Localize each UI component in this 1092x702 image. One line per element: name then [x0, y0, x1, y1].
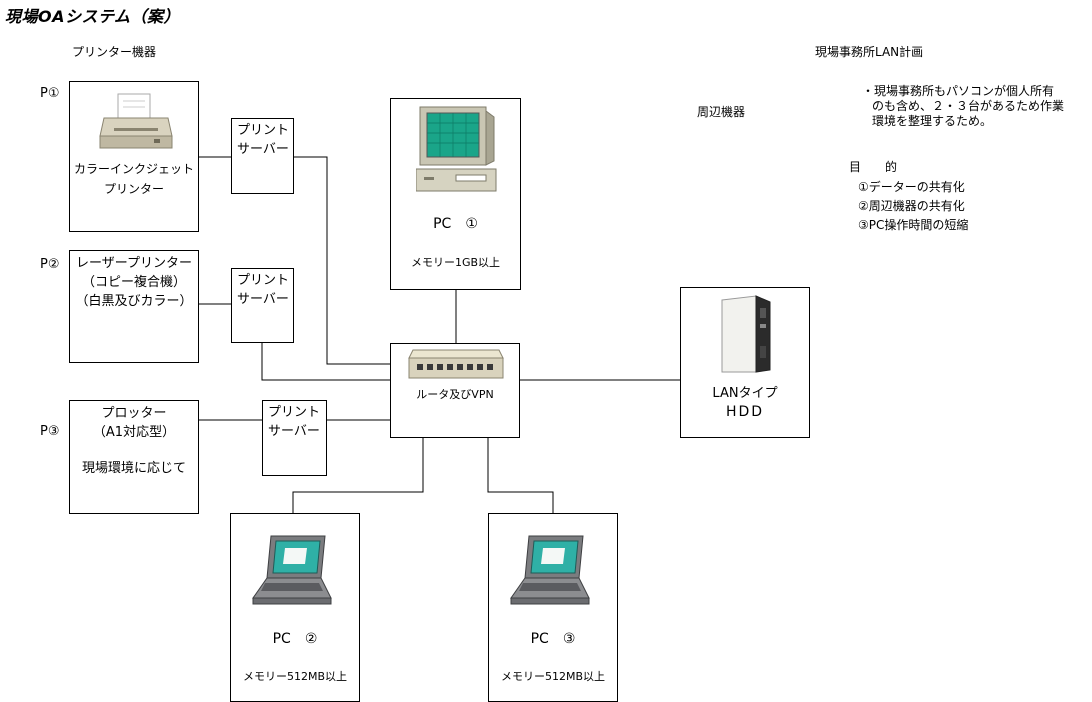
lan-plan-heading: 現場事務所LAN計画 [815, 45, 924, 59]
pc2-box: PC ② メモリー512MB以上 [230, 513, 360, 702]
router-label: ルータ及びVPN [416, 388, 494, 401]
print-server-label: サーバー [237, 292, 289, 307]
printer-name: レーザープリンター [76, 256, 192, 271]
hdd-icon [721, 295, 771, 373]
printer-detail: 現場環境に応じて [81, 461, 186, 476]
laptop-icon [510, 535, 590, 605]
pc-memory: メモリー1GB以上 [410, 256, 501, 269]
desktop-pc-icon [416, 106, 497, 192]
purpose-list: ①データーの共有化 ②周辺機器の共有化 ③PC操作時間の短縮 [858, 178, 968, 235]
printer-detail: （A1対応型） [92, 425, 176, 440]
pc-name: PC ③ [530, 631, 576, 647]
printer-name: プリンター [103, 182, 164, 196]
print-server-label: サーバー [268, 424, 320, 439]
printer-tag: P① [40, 86, 60, 101]
hdd-label: LANタイプ [712, 386, 778, 401]
print-server-label: サーバー [237, 142, 289, 157]
router-icon [408, 349, 504, 379]
note-line: のも含め、２・３台があるため作業 [872, 99, 1065, 113]
printer-detail: （コピー複合機） [81, 275, 186, 290]
print-server-label: プリント [268, 405, 321, 420]
print-server-box: プリント サーバー [262, 400, 327, 476]
print-server-label: プリント [237, 273, 290, 288]
purpose-item: ②周辺機器の共有化 [858, 199, 965, 213]
print-server-box: プリント サーバー [231, 118, 294, 194]
hdd-label: HDD [725, 404, 765, 420]
printer-tag: P③ [40, 424, 60, 439]
notes-block: ・現場事務所もパソコンが個人所有 のも含め、２・３台があるため作業 環境を整理す… [862, 84, 1064, 129]
print-server-label: プリント [237, 123, 290, 138]
printer-name: プロッター [101, 406, 167, 421]
printer-section-heading: プリンター機器 [72, 45, 157, 59]
pc-memory: メモリー512MB以上 [242, 670, 348, 683]
printer-detail: （白黒及びカラー） [75, 294, 193, 309]
printer-icon [99, 93, 173, 149]
peripherals-label: 周辺機器 [697, 105, 746, 119]
page-title: 現場OAシステム（案） [5, 7, 181, 26]
pc-name: PC ① [433, 216, 478, 232]
router-box: ルータ及びVPN [390, 343, 520, 438]
printer-tag: P② [40, 257, 60, 272]
laser-printer-box: レーザープリンター （コピー複合機） （白黒及びカラー） [69, 250, 199, 363]
note-line: 環境を整理するため。 [872, 114, 993, 128]
print-server-box: プリント サーバー [231, 268, 294, 343]
pc-name: PC ② [272, 631, 318, 647]
note-line: ・現場事務所もパソコンが個人所有 [862, 84, 1055, 98]
purpose-item: ③PC操作時間の短縮 [858, 218, 969, 232]
inkjet-printer-box: カラーインクジェット プリンター [69, 81, 199, 232]
pc1-box: PC ① メモリー1GB以上 [390, 98, 521, 290]
pc-memory: メモリー512MB以上 [500, 670, 606, 683]
pc3-box: PC ③ メモリー512MB以上 [488, 513, 618, 702]
purpose-heading: 目 的 [849, 160, 898, 174]
printer-name: カラーインクジェット [73, 162, 194, 176]
plotter-box: プロッター （A1対応型） 現場環境に応じて [69, 400, 199, 514]
purpose-item: ①データーの共有化 [858, 180, 965, 194]
laptop-icon [252, 535, 332, 605]
hdd-box: LANタイプ HDD [680, 287, 810, 438]
